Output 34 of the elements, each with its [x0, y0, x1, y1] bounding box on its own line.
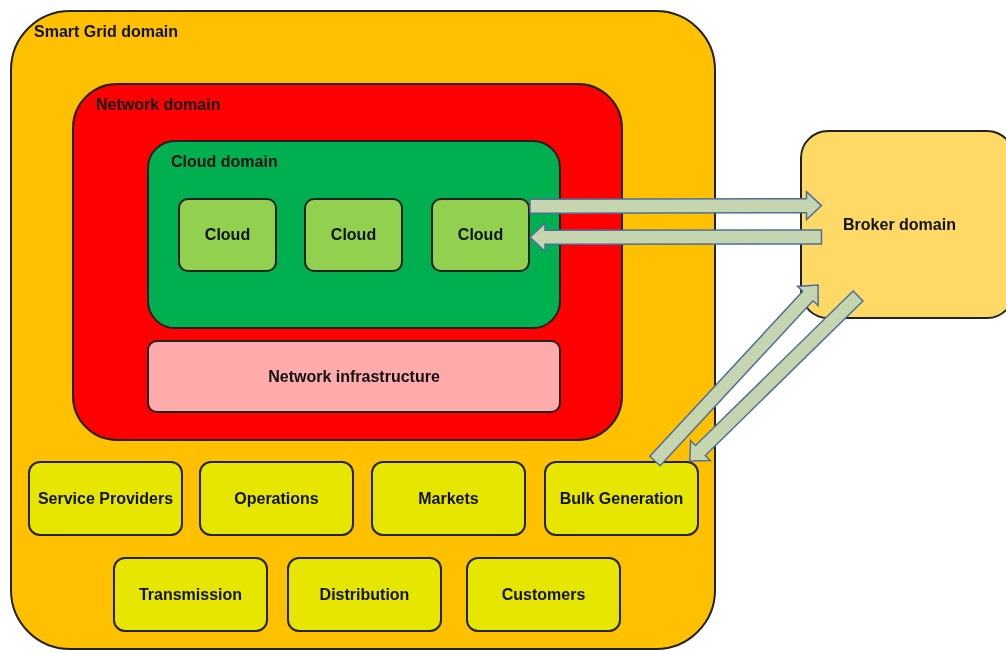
domain-label: Distribution: [318, 584, 411, 605]
cloud-box: [178, 198, 277, 272]
domain-label: Customers: [500, 584, 587, 605]
cloud-box: [304, 198, 403, 272]
block-arrow: [648, 284, 819, 467]
domain-box: [287, 557, 442, 632]
block-arrow: [528, 221, 823, 253]
domain-box: [466, 557, 621, 632]
domain-panel: [800, 130, 1006, 319]
domain-title: Cloud domain: [171, 152, 278, 172]
domain-label: Operations: [233, 488, 320, 509]
domain-title: Smart Grid domain: [34, 22, 179, 42]
domain-label: Service Providers: [36, 488, 175, 509]
domain-panel: [10, 10, 716, 650]
domain-box: [113, 557, 268, 632]
domain-box: [28, 461, 183, 536]
domain-label: Bulk Generation: [558, 488, 685, 509]
domain-box: [371, 461, 526, 536]
domain-title: Network domain: [96, 95, 221, 115]
block-arrow: [529, 189, 823, 222]
domain-label: Network infrastructure: [267, 366, 441, 387]
domain-label: Cloud: [203, 225, 252, 245]
domain-label: Markets: [417, 488, 480, 509]
domain-label: Transmission: [137, 584, 244, 605]
domain-label: Broker domain: [842, 214, 957, 235]
domain-panel: [147, 140, 561, 329]
block-arrow: [688, 289, 864, 462]
cloud-box: [431, 198, 530, 272]
domain-label: Cloud: [456, 225, 505, 245]
domain-label: Cloud: [329, 225, 378, 245]
domain-box: [199, 461, 354, 536]
infrastructure-box: [147, 340, 561, 413]
domain-panel: [72, 83, 623, 441]
domain-box: [544, 461, 699, 536]
